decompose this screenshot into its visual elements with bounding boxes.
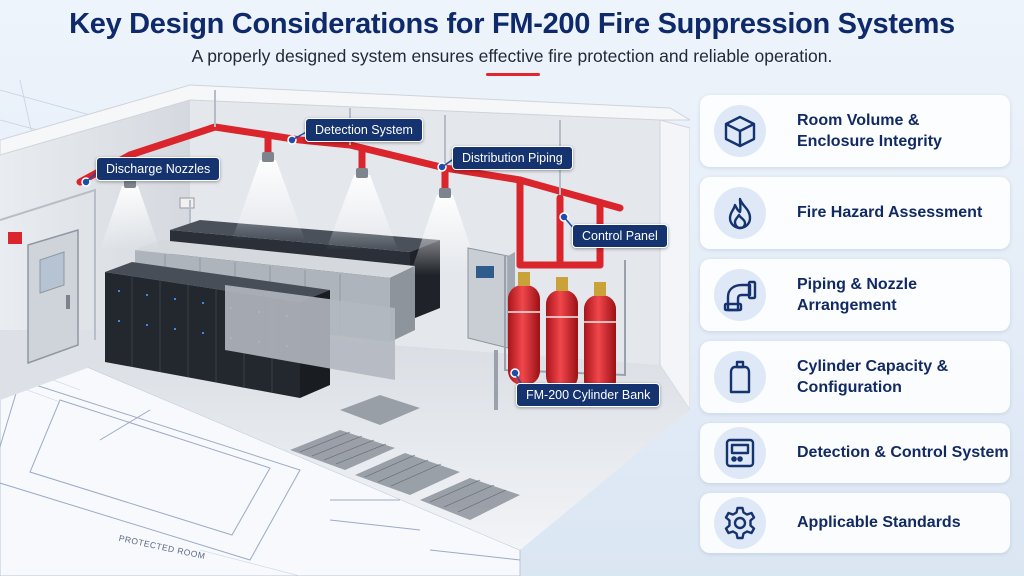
card-piping-nozzle-line1: Piping & Nozzle bbox=[797, 276, 917, 293]
cylinder-icon bbox=[714, 351, 766, 403]
card-room-volume-line2: Enclosure Integrity bbox=[797, 133, 942, 150]
card-room-volume: Room Volume & Enclosure Integrity bbox=[700, 95, 1010, 167]
card-cylinder-capacity-line2: Configuration bbox=[797, 379, 902, 396]
cube-icon bbox=[714, 105, 766, 157]
callout-detection-system: Detection System bbox=[305, 118, 423, 142]
control-panel-icon bbox=[714, 427, 766, 479]
card-applicable-standards: Applicable Standards bbox=[700, 493, 1010, 553]
room-illustration: Detection System Discharge Nozzles Distr… bbox=[0, 80, 690, 576]
wall-top-edge bbox=[0, 84, 690, 156]
card-detection-control-label: Detection & Control System bbox=[797, 444, 1009, 461]
blueprint-sheet bbox=[0, 329, 521, 576]
card-room-volume-line1: Room Volume & bbox=[797, 112, 920, 129]
flame-icon bbox=[714, 187, 766, 239]
right-wall-edge bbox=[659, 119, 690, 411]
header: Key Design Considerations for FM-200 Fir… bbox=[0, 0, 1024, 80]
discharge-nozzles bbox=[100, 152, 480, 275]
callout-distribution-piping: Distribution Piping bbox=[452, 146, 573, 170]
server-rack-row-front-right bbox=[225, 285, 395, 380]
card-cylinder-capacity-line1: Cylinder Capacity & bbox=[797, 358, 949, 375]
manual-release-box bbox=[179, 197, 195, 209]
grate-lines bbox=[299, 431, 507, 513]
door bbox=[27, 228, 79, 365]
callout-control-panel: Control Panel bbox=[572, 224, 668, 248]
card-piping-nozzle: Piping & Nozzle Arrangement bbox=[700, 259, 1010, 331]
card-fire-hazard: Fire Hazard Assessment bbox=[700, 177, 1010, 249]
page-title: Key Design Considerations for FM-200 Fir… bbox=[69, 8, 955, 40]
card-applicable-standards-label: Applicable Standards bbox=[797, 514, 961, 531]
distribution-piping bbox=[76, 123, 624, 269]
floor-grates bbox=[290, 395, 520, 520]
card-fire-hazard-label: Fire Hazard Assessment bbox=[797, 204, 983, 221]
room-cutaway-svg bbox=[0, 80, 690, 576]
card-cylinder-capacity: Cylinder Capacity & Configuration bbox=[700, 341, 1010, 413]
title-underline bbox=[486, 73, 540, 76]
alarm-box-icon bbox=[8, 232, 22, 244]
callout-discharge-nozzles: Discharge Nozzles bbox=[96, 157, 221, 181]
callout-fm200-cylinder-bank: FM-200 Cylinder Bank bbox=[516, 383, 661, 407]
page-subtitle: A properly designed system ensures effec… bbox=[191, 46, 833, 66]
card-piping-nozzle-line2: Arrangement bbox=[797, 297, 897, 314]
card-detection-control: Detection & Control System bbox=[700, 423, 1010, 483]
gear-icon bbox=[714, 497, 766, 549]
pipe-icon bbox=[714, 269, 766, 321]
fm200-cylinders bbox=[508, 272, 616, 395]
